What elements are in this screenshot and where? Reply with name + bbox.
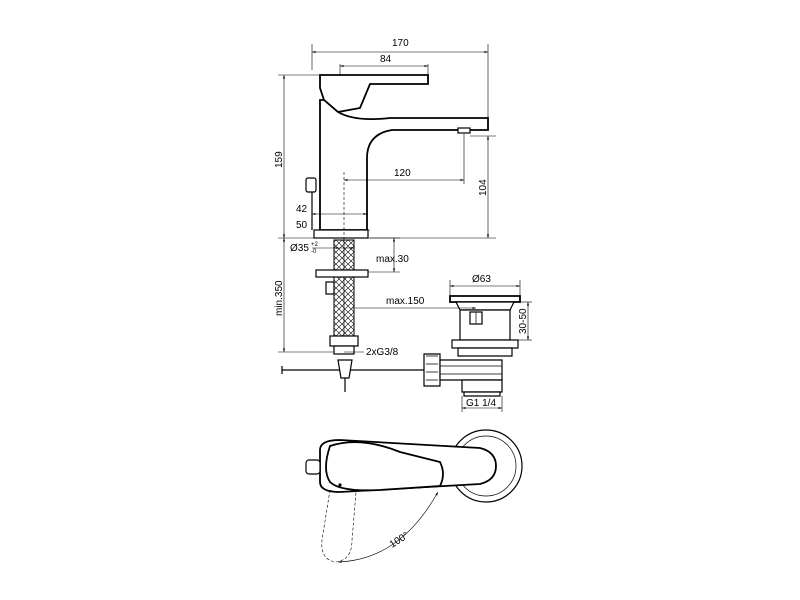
dim-spout-height: 104 <box>478 179 489 196</box>
dim-hole-tol-top: +2 <box>311 242 319 248</box>
faucet-top-view <box>305 429 523 563</box>
faucet-body <box>319 99 489 231</box>
dimension-lines <box>278 44 532 412</box>
dim-hole-diameter: Ø35 <box>290 243 309 254</box>
dim-swing-angle: 100° <box>388 530 411 550</box>
dim-base-50: 50 <box>296 220 308 231</box>
dim-hose-length: min.350 <box>274 280 285 316</box>
aerator <box>457 127 471 134</box>
dim-overall-width: 170 <box>392 38 409 49</box>
dim-max-thickness: max.30 <box>376 254 409 265</box>
dim-lever-length: 84 <box>380 54 392 65</box>
dim-connections: 2xG3/8 <box>366 347 399 358</box>
lever-handle <box>319 74 429 113</box>
dim-waste-range: 30-50 <box>518 308 529 334</box>
waste-assembly <box>439 295 521 397</box>
popup-knob <box>305 177 317 193</box>
dim-waste-thread: G1 1/4 <box>466 398 496 409</box>
dim-spout-reach: 120 <box>394 168 411 179</box>
dim-total-height: 159 <box>274 151 285 168</box>
under-counter-assembly <box>281 239 441 392</box>
faucet-side-view <box>305 74 489 239</box>
base-flange <box>313 229 369 239</box>
dim-base-42: 42 <box>296 204 308 215</box>
dim-rod-length: max.150 <box>386 296 425 307</box>
hose-nut <box>329 335 359 347</box>
dim-waste-diameter: Ø63 <box>472 274 491 285</box>
dim-hole-tol-bottom: -0 <box>311 249 317 255</box>
fixing-nut <box>315 269 369 278</box>
